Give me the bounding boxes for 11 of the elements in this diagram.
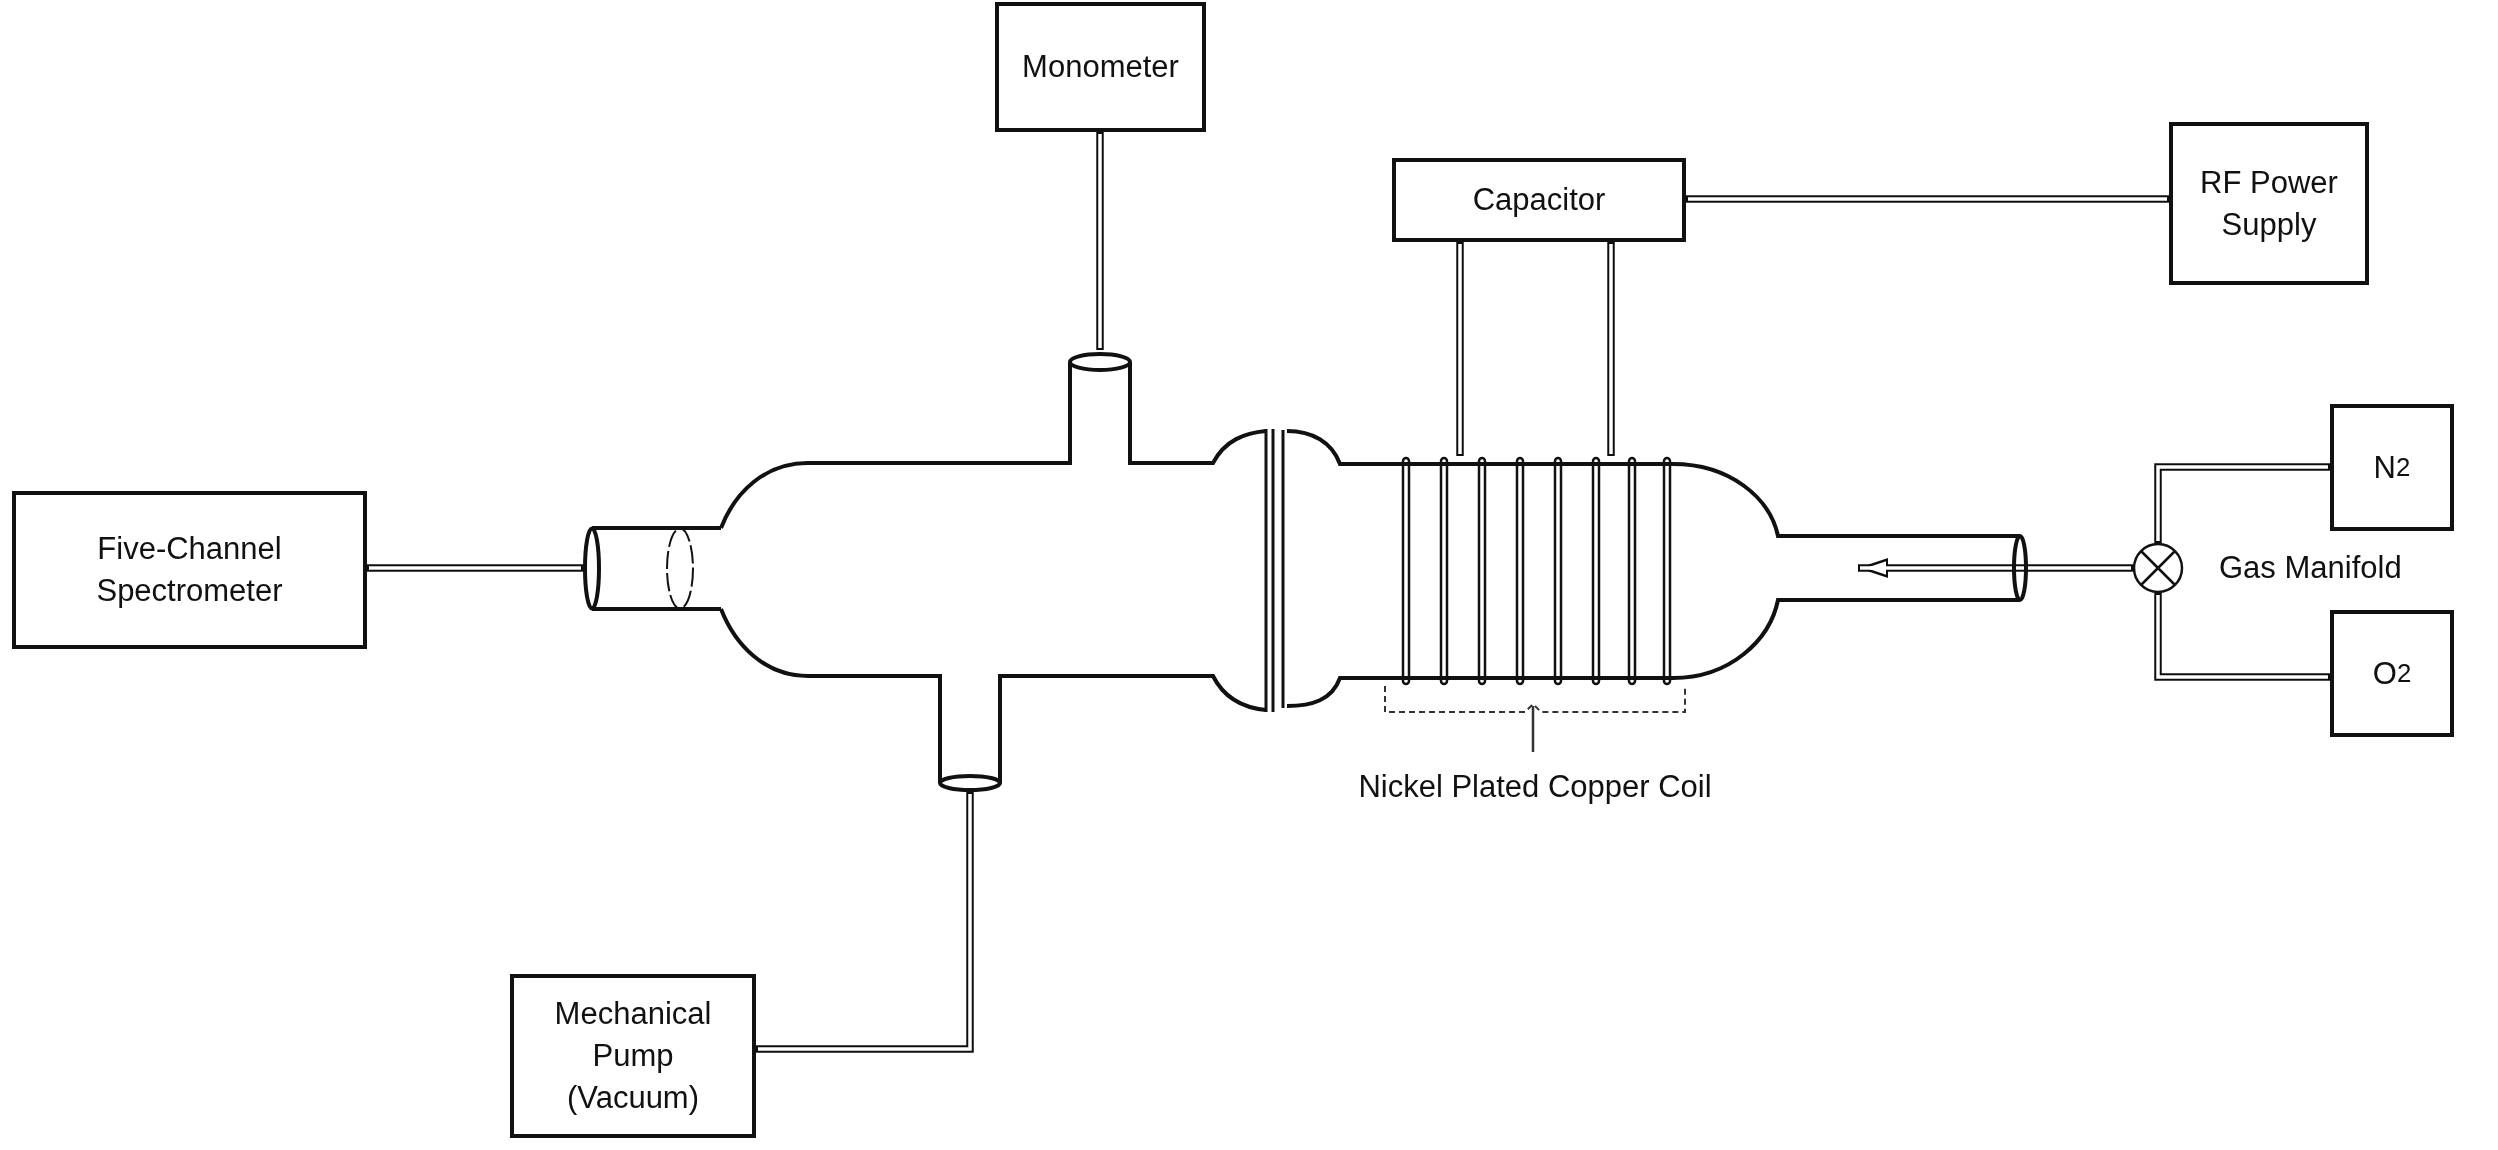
equipment-box: Monometer xyxy=(995,2,1206,132)
connector-line xyxy=(1686,195,2169,203)
component-label: Nickel Plated Copper Coil xyxy=(1358,768,1712,806)
vacuum-chamber xyxy=(583,350,1278,792)
equipment-box: Five-Channel Spectrometer xyxy=(12,491,367,649)
component-label: Gas Manifold xyxy=(2219,549,2402,587)
equipment-box: Capacitor xyxy=(1392,158,1686,242)
valve-symbol xyxy=(2133,543,2183,593)
equipment-box: Mechanical Pump (Vacuum) xyxy=(510,974,756,1138)
equipment-box: RF Power Supply xyxy=(2169,122,2369,285)
connector-line xyxy=(367,564,583,572)
